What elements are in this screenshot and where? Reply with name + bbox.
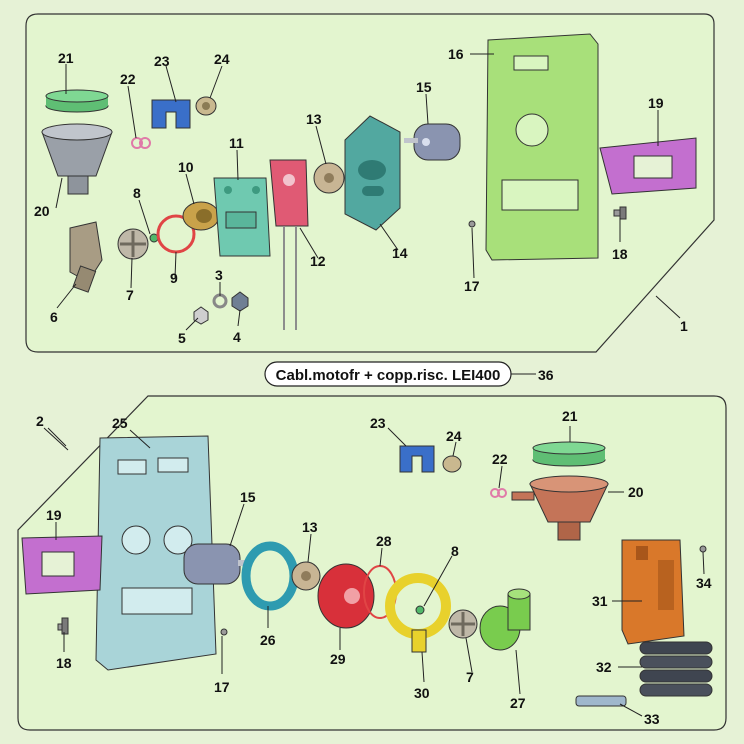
part-label: 15 [416, 79, 432, 95]
nut-5 [193, 306, 209, 325]
part-label: 26 [260, 632, 276, 648]
part-label: 34 [696, 575, 712, 591]
part-label: 16 [448, 46, 464, 62]
part-label: 31 [592, 593, 608, 609]
leader-lines-bottom [43, 426, 705, 717]
cup-10 [182, 201, 220, 231]
part-label: 10 [178, 159, 194, 175]
small-ring-8 [415, 605, 425, 615]
part-label: 28 [376, 533, 392, 549]
part-label: 3 [215, 267, 223, 283]
assembly-number-label: 1 [680, 318, 688, 334]
part-label: 23 [370, 415, 386, 431]
heater-12 [269, 159, 309, 330]
part-label: 14 [392, 245, 408, 261]
part-label: 20 [628, 484, 644, 500]
part-label: 11 [229, 135, 244, 151]
part-label: 13 [302, 519, 318, 535]
part-label: 13 [306, 111, 322, 127]
gear-13 [291, 561, 321, 591]
green-ring-21 [532, 441, 606, 467]
bracket-19 [21, 535, 103, 595]
blue-clip-23 [151, 99, 191, 129]
part-label: 8 [451, 543, 459, 559]
part-label: 15 [240, 489, 256, 505]
cross-plate-7 [117, 228, 149, 260]
coiled-hose-32 [639, 641, 713, 697]
part-label: 17 [464, 278, 480, 294]
part-label: 19 [648, 95, 664, 111]
chassis-plate-25 [95, 435, 217, 671]
part-label: 4 [233, 329, 241, 345]
screw-18 [613, 206, 627, 220]
assembly-number-label: 2 [36, 413, 44, 429]
gear-13 [313, 162, 345, 194]
o-rings-22 [131, 137, 151, 149]
part-label: 30 [414, 685, 430, 701]
plate-14 [344, 115, 401, 231]
part-label: 5 [178, 330, 186, 346]
part-label: 21 [58, 50, 74, 66]
part-label: 7 [126, 287, 134, 303]
nut-24 [442, 455, 462, 473]
part-labels-top: 21 22 23 24 20 8 10 11 13 12 14 15 16 19… [34, 46, 688, 346]
chassis-plate-16 [485, 33, 599, 261]
part-label: 24 [446, 428, 462, 444]
blue-clip-23 [399, 445, 435, 473]
green-ring-21 [45, 89, 109, 113]
part-label: 18 [612, 246, 628, 262]
screw-17 [220, 628, 228, 636]
cross-plate-7 [448, 609, 478, 639]
bracket-19 [599, 137, 697, 195]
nut-24 [195, 96, 217, 116]
part-label: 9 [170, 270, 178, 286]
screw-17 [468, 220, 476, 228]
part-label: 25 [112, 415, 128, 431]
funnel-20 [511, 475, 609, 541]
part-label: 23 [154, 53, 170, 69]
motor-15 [404, 123, 461, 161]
callout-number: 36 [538, 367, 554, 383]
part-label: 8 [133, 185, 141, 201]
part-label: 12 [310, 253, 326, 269]
part-label: 17 [214, 679, 230, 695]
o-rings-22 [490, 488, 507, 498]
part-label: 7 [466, 669, 474, 685]
part-label: 29 [330, 651, 346, 667]
panel-bottom: 25 19 15 18 17 26 13 28 29 8 30 7 27 23 … [17, 395, 727, 731]
part-label: 33 [644, 711, 660, 727]
callout-text: Cabl.motofr + copp.risc. LEI400 [276, 367, 501, 384]
part-label: 27 [510, 695, 526, 711]
elbow-fitting-27 [479, 588, 531, 651]
part-label: 22 [492, 451, 508, 467]
part-label: 24 [214, 51, 230, 67]
part-labels-bottom: 25 19 15 18 17 26 13 28 29 8 30 7 27 23 … [36, 408, 712, 727]
part-label: 18 [56, 655, 72, 671]
leader-lines-top [55, 53, 681, 331]
part-label: 20 [34, 203, 50, 219]
panel-top: 21 22 23 24 20 8 10 11 13 12 14 15 16 19… [25, 13, 715, 353]
elbow-fitting-6 [69, 221, 103, 293]
valve-block-31 [621, 539, 685, 645]
plate-11 [213, 177, 271, 257]
part-label: 22 [120, 71, 136, 87]
nut-4 [231, 291, 249, 312]
part-label: 19 [46, 507, 62, 523]
spring-33 [575, 695, 627, 707]
part-label: 32 [596, 659, 612, 675]
pump-body-29 [317, 563, 375, 629]
cable-callout: Cabl.motofr + copp.risc. LEI400 36 [264, 361, 554, 387]
part-label: 21 [562, 408, 578, 424]
screw-18 [57, 617, 69, 635]
funnel-20 [41, 123, 113, 195]
ring-30 [385, 573, 451, 653]
screw-34 [699, 545, 707, 553]
part-label: 6 [50, 309, 58, 325]
